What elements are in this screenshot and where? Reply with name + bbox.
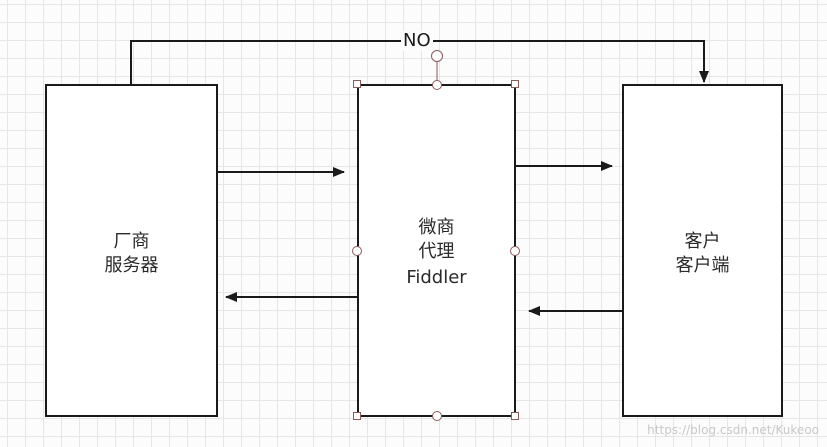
client-label-line2: 客户端 <box>675 255 730 276</box>
client-box[interactable]: 客户 客户端 <box>622 84 783 417</box>
resize-handle-top-left[interactable] <box>353 80 361 88</box>
resize-handle-top-right[interactable] <box>511 80 519 88</box>
vendor-server-box[interactable]: 厂商 服务器 <box>45 84 218 417</box>
resize-handle-bottom-left[interactable] <box>353 412 361 420</box>
resize-handle-top-mid[interactable] <box>432 80 442 90</box>
resize-handle-left-mid[interactable] <box>352 246 362 256</box>
top-connector-label: NO <box>401 30 433 51</box>
watermark-text: https://blog.csdn.net/Kukeoo <box>647 423 819 437</box>
vendor-label-line1: 厂商 <box>113 231 150 252</box>
client-label-line1: 客户 <box>684 231 721 252</box>
proxy-label-line2: 代理 <box>418 241 455 262</box>
proxy-label-line3: Fiddler <box>406 267 467 288</box>
resize-handle-right-mid[interactable] <box>510 246 520 256</box>
proxy-fiddler-box[interactable]: 微商 代理 Fiddler <box>357 84 516 417</box>
vendor-label-line2: 服务器 <box>104 255 159 276</box>
proxy-label-line1: 微商 <box>418 217 455 238</box>
resize-handle-bottom-right[interactable] <box>511 412 519 420</box>
resize-handle-bottom-mid[interactable] <box>432 411 442 421</box>
rotation-handle[interactable] <box>431 50 443 62</box>
